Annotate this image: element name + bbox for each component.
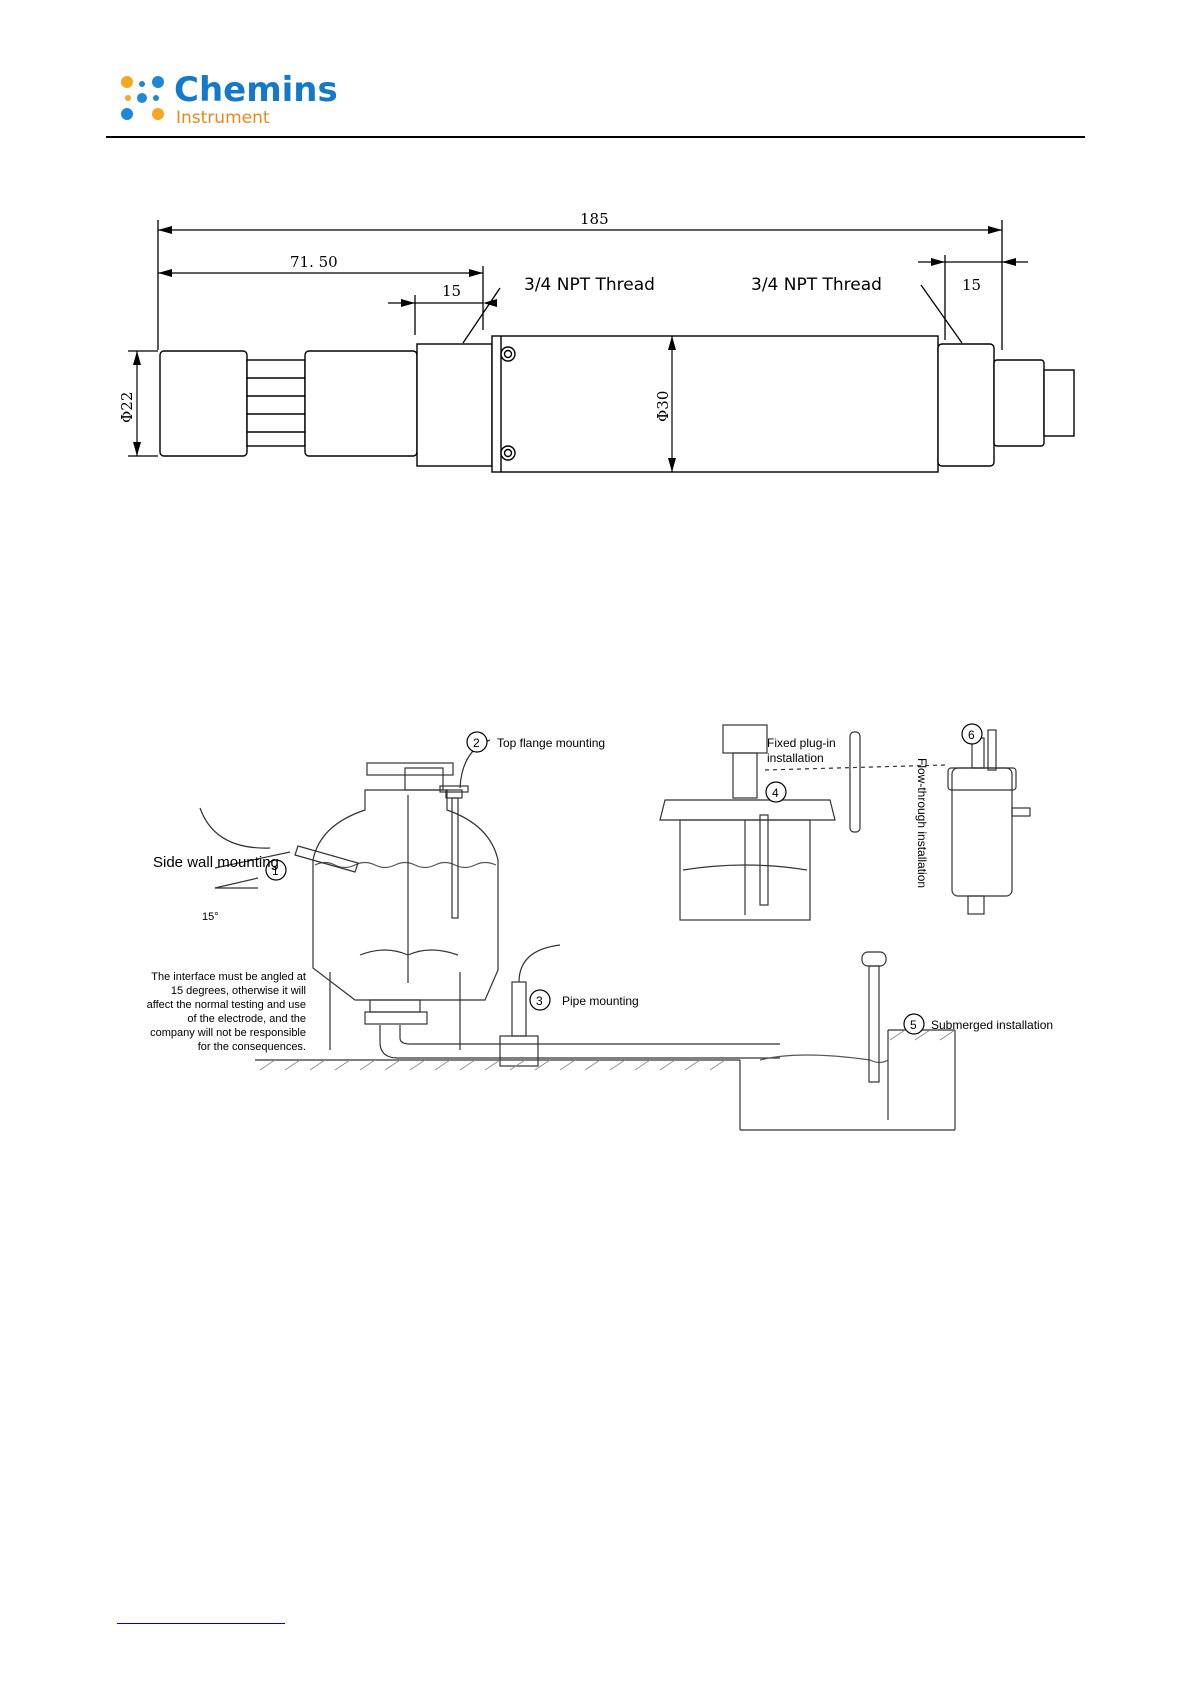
dim-overall-length: 185 <box>580 210 609 228</box>
marker-6: 6 <box>968 728 975 742</box>
marker-4: 4 <box>772 786 779 800</box>
label-left-npt-thread: 3/4 NPT Thread <box>524 275 655 295</box>
brand-name: Chemins <box>174 70 338 110</box>
label-flow-through-installation: Flow-through installation <box>915 758 929 888</box>
header-divider <box>106 136 1085 138</box>
installation-note: The interface must be angled at 15 degre… <box>147 971 306 1053</box>
brand-name-text: Chemins <box>174 70 338 110</box>
dimension-drawing: 185 71. 50 15 3/4 NPT Thread 3/4 NPT Thr… <box>118 210 1075 473</box>
logo-mark-icon <box>121 76 164 120</box>
installation-diagram: 1 2 3 4 5 6 Side wall mounting 15° The i… <box>147 723 1053 1131</box>
note-line: company will not be responsible <box>150 1027 306 1039</box>
label-right-npt-thread: 3/4 NPT Thread <box>751 275 882 295</box>
label-angle: 15° <box>202 911 219 923</box>
brand-subtitle: Instrument <box>176 108 270 128</box>
dim-body-diameter: Φ30 <box>654 391 672 422</box>
footer-link-underline[interactable] <box>117 1623 285 1624</box>
dim-left-diameter: Φ22 <box>118 392 136 423</box>
label-fixed-plugin-line2: installation <box>767 751 824 765</box>
dim-left-section-length: 71. 50 <box>290 253 338 271</box>
marker-2: 2 <box>473 736 480 750</box>
label-fixed-plugin-line1: Fixed plug-in <box>767 736 836 750</box>
note-line: of the electrode, and the <box>187 1013 306 1025</box>
marker-1: 1 <box>272 864 279 878</box>
note-line: The interface must be angled at <box>151 971 306 983</box>
label-pipe-mounting: Pipe mounting <box>562 994 639 1008</box>
marker-5: 5 <box>910 1018 917 1032</box>
company-logo: Chemins Instrument <box>118 68 378 130</box>
label-side-wall-mounting: Side wall mounting <box>153 854 279 871</box>
label-top-flange-mounting: Top flange mounting <box>497 736 605 750</box>
dim-right-thread-length: 15 <box>962 276 981 294</box>
note-line: 15 degrees, otherwise it will <box>171 985 306 997</box>
note-line: affect the normal testing and use <box>147 999 306 1011</box>
note-line: for the consequences. <box>198 1041 306 1053</box>
dim-left-thread-length: 15 <box>442 282 461 300</box>
label-submerged-installation: Submerged installation <box>931 1018 1053 1032</box>
marker-3: 3 <box>536 994 543 1008</box>
